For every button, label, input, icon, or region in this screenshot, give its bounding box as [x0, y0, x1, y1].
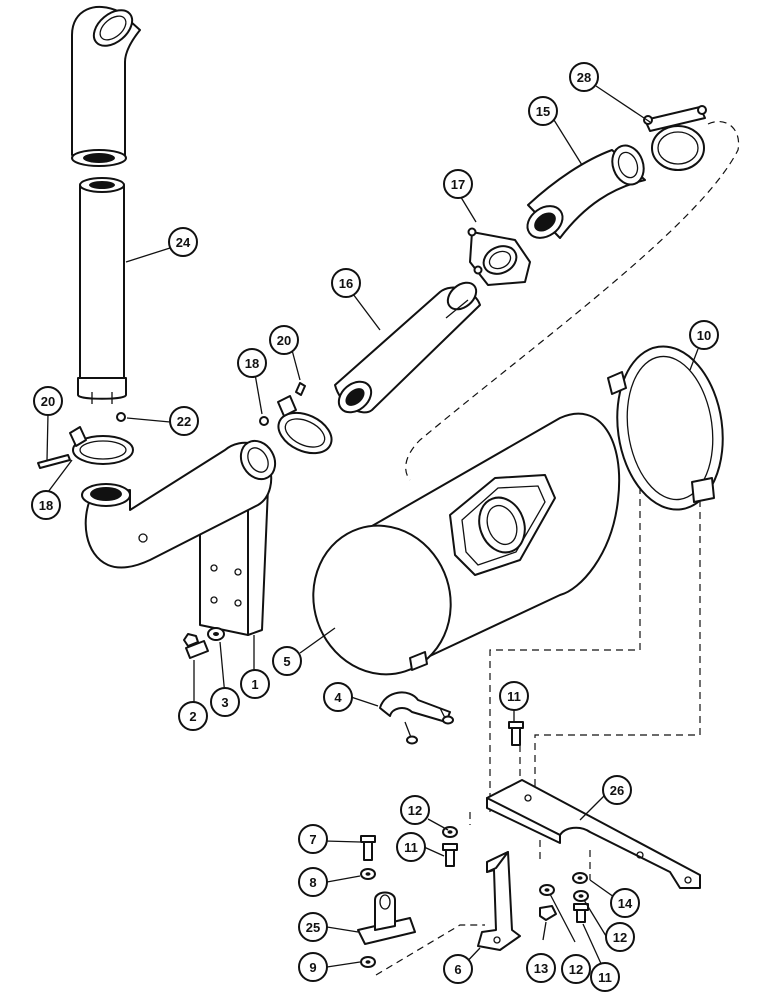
callout-20-middle-label: 20: [277, 333, 291, 348]
callout-20-left: 20: [33, 386, 63, 416]
callout-6: 6: [443, 954, 473, 984]
callout-18-middle: 18: [237, 348, 267, 378]
callout-26: 26: [602, 775, 632, 805]
part-2-3-bolt-washer: [183, 627, 225, 659]
callout-6-label: 6: [454, 962, 461, 977]
callout-8: 8: [298, 867, 328, 897]
part-15-curved-pipe: [526, 144, 646, 239]
callout-16: 16: [331, 268, 361, 298]
callout-25-label: 25: [306, 920, 320, 935]
callout-11-middle-label: 11: [404, 840, 418, 855]
callout-12-right: 12: [605, 922, 635, 952]
callout-12-upper-label: 12: [408, 803, 422, 818]
callout-9-label: 9: [309, 960, 316, 975]
part-18-left-clamp: [37, 412, 134, 469]
part-5-muffler: [312, 412, 621, 676]
callout-11-lower: 11: [590, 962, 620, 992]
part-17-flange: [467, 227, 531, 286]
callout-1: 1: [240, 669, 270, 699]
callout-17-label: 17: [451, 177, 465, 192]
part-28-clamp: [643, 105, 707, 171]
part-10-muffler-strap: [607, 345, 724, 511]
callout-17: 17: [443, 169, 473, 199]
part-6-bracket: [477, 851, 521, 951]
callout-7: 7: [298, 824, 328, 854]
part-25-mount-bracket: [357, 891, 416, 945]
callout-8-label: 8: [309, 875, 316, 890]
callout-24: 24: [168, 227, 198, 257]
callout-15-label: 15: [536, 104, 550, 119]
callout-24-label: 24: [176, 235, 191, 250]
callout-18-middle-label: 18: [245, 356, 259, 371]
callout-3: 3: [210, 687, 240, 717]
part-18-middle-clamp: [259, 382, 333, 455]
callout-11-upper-label: 11: [507, 689, 521, 704]
part-16-intermediate-pipe: [334, 281, 481, 414]
callout-9: 9: [298, 952, 328, 982]
leader-lines: [46, 85, 699, 969]
callout-3-label: 3: [221, 695, 228, 710]
callout-4-label: 4: [334, 690, 342, 705]
callout-20-left-label: 20: [41, 394, 55, 409]
callout-13: 13: [526, 953, 556, 983]
callout-11-lower-label: 11: [598, 970, 612, 985]
callout-16-label: 16: [339, 276, 353, 291]
callout-18-left-label: 18: [39, 498, 53, 513]
callout-5: 5: [272, 646, 302, 676]
part-4-u-bolt-clamp: [379, 691, 454, 745]
callout-10-label: 10: [697, 328, 711, 343]
callout-12-right-label: 12: [613, 930, 627, 945]
callout-12-lower-label: 12: [569, 962, 583, 977]
callout-14: 14: [610, 888, 640, 918]
part-11-bolt-upper: [508, 721, 524, 746]
callout-26-label: 26: [610, 783, 624, 798]
callout-15: 15: [528, 96, 558, 126]
callout-13-label: 13: [534, 961, 548, 976]
assembly-guide-lines: [375, 120, 740, 976]
part-1-elbow-pipe-bracket: [81, 439, 277, 636]
callout-22: 22: [169, 406, 199, 436]
callout-14-label: 14: [618, 896, 633, 911]
callout-2: 2: [178, 701, 208, 731]
callout-4: 4: [323, 682, 353, 712]
callout-18-left: 18: [31, 490, 61, 520]
callout-12-lower: 12: [561, 954, 591, 984]
callout-12-upper: 12: [400, 795, 430, 825]
callout-11-upper: 11: [499, 681, 529, 711]
callout-28-label: 28: [577, 70, 591, 85]
callout-11-middle: 11: [396, 832, 426, 862]
part-24-exhaust-stack: [71, 6, 141, 404]
callout-10: 10: [689, 320, 719, 350]
callout-2-label: 2: [189, 709, 196, 724]
callout-25: 25: [298, 912, 328, 942]
callout-22-label: 22: [177, 414, 191, 429]
callout-1-label: 1: [251, 677, 258, 692]
callout-7-label: 7: [309, 832, 316, 847]
part-26-support-plate: [486, 779, 701, 889]
callout-5-label: 5: [283, 654, 290, 669]
callout-28: 28: [569, 62, 599, 92]
callout-20-middle: 20: [269, 325, 299, 355]
small-hardware: [360, 826, 589, 968]
